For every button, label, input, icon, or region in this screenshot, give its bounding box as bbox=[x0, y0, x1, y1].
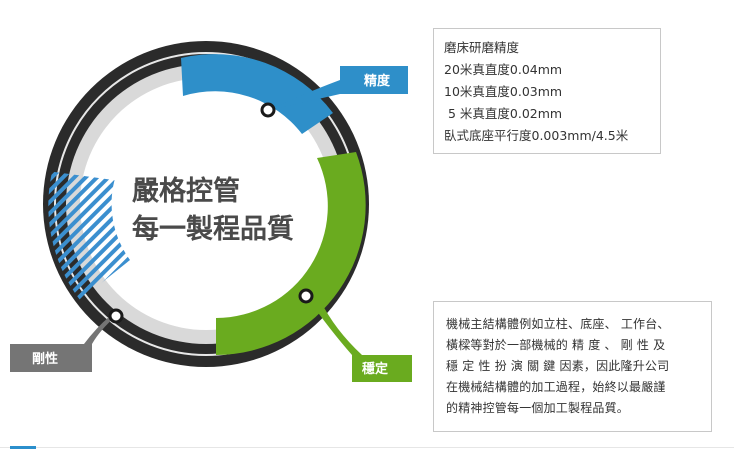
rigidity-tag: 剛性 bbox=[32, 351, 58, 367]
precision-spec-box: 磨床研磨精度 20米真直度0.04mm 10米真直度0.03mm 5 米真直度0… bbox=[433, 28, 661, 154]
precision-spec-line: 20米真直度0.04mm bbox=[444, 62, 563, 77]
precision-callout bbox=[270, 66, 408, 110]
structure-text-line: 機械主結構體例如立柱、底座、 工作台、 bbox=[446, 317, 670, 331]
structure-text-line: 穩 定 性 扮 演 關 鍵 因素，因此隆升公司 bbox=[446, 359, 670, 373]
stability-tag: 穩定 bbox=[362, 361, 388, 377]
structure-text-line: 在機械結構體的加工過程，始終以最嚴謹 bbox=[446, 380, 666, 394]
white-core bbox=[80, 78, 332, 330]
stability-arc bbox=[216, 152, 366, 355]
precision-arc bbox=[181, 54, 333, 134]
rigidity-marker bbox=[108, 308, 124, 324]
rigidity-stripes bbox=[48, 170, 130, 300]
structure-text-line: 的精神控管每一個加工製程品質。 bbox=[446, 401, 630, 415]
center-line-2: 每一製程品質 bbox=[132, 213, 294, 245]
precision-spec-line: 臥式底座平行度0.003mm/4.5米 bbox=[444, 128, 629, 143]
precision-spec-line: 磨床研磨精度 bbox=[444, 40, 520, 55]
precision-marker bbox=[260, 102, 276, 118]
bottom-divider bbox=[0, 447, 734, 448]
stability-marker bbox=[298, 288, 314, 304]
structure-text-line: 橫樑等對於一部機械的 精 度 、 剛 性 及 bbox=[446, 338, 666, 352]
precision-spec-line: 10米真直度0.03mm bbox=[444, 84, 563, 99]
precision-spec-line: 5 米真直度0.02mm bbox=[444, 106, 563, 121]
precision-tag: 精度 bbox=[364, 73, 391, 89]
bottom-accent-mark bbox=[10, 446, 36, 449]
stability-callout bbox=[306, 296, 412, 382]
rigidity-callout bbox=[10, 316, 116, 372]
structure-description-box: 機械主結構體例如立柱、底座、 工作台、 橫樑等對於一部機械的 精 度 、 剛 性… bbox=[433, 301, 712, 432]
center-line-1: 嚴格控管 bbox=[132, 176, 240, 207]
